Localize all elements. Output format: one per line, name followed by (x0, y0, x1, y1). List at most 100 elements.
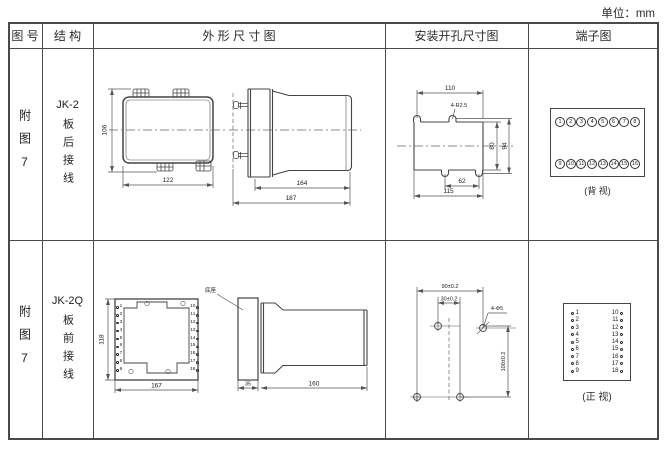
pin-dot-icon (571, 311, 574, 315)
table-frame (8, 22, 659, 440)
row-divider (10, 240, 657, 241)
pin-dot-icon (116, 321, 119, 325)
row2-model-label: JK-2Q (51, 294, 84, 307)
plate-pin: 10 (190, 304, 199, 310)
terminal-circle: 9 (555, 159, 565, 169)
terminal-circle: 1 (555, 117, 565, 127)
pin-dot-icon (571, 369, 574, 373)
terminal-circle: 2 (565, 117, 576, 127)
jk2-side-view (229, 88, 361, 178)
dim-30: 30±0.2 (441, 297, 458, 303)
terminal-pin: 5 (571, 339, 579, 345)
terminal-circle: 13 (597, 159, 608, 169)
terminal-pin: 15 (612, 346, 623, 352)
pin-dot-icon (571, 318, 574, 322)
plate-pin: 12 (190, 320, 199, 326)
terminal-circle: 5 (597, 117, 608, 127)
plate-pin: 18 (190, 367, 199, 373)
row2-wiring-label: 板前接线 (61, 313, 74, 386)
pin-dot-icon (196, 306, 199, 309)
row1-figure-cell: 附图7 (8, 48, 42, 240)
terminal-circle: 11 (576, 159, 587, 169)
plate-pin: 5 (116, 336, 128, 342)
pin-dot-icon (620, 333, 623, 337)
header-terminal: 端子图 (575, 28, 612, 43)
jk2-front-view (109, 88, 227, 172)
terminal-pin: 13 (612, 332, 623, 338)
terminal-pin: 9 (571, 368, 579, 374)
header-mounting: 安装开孔尺寸图 (414, 28, 499, 43)
plate-pin: 13 (190, 328, 199, 334)
pin-dot-icon (116, 345, 119, 349)
terminal-pin: 16 (612, 354, 623, 360)
pin-dot-icon (196, 321, 199, 325)
terminal-circle: 3 (576, 117, 587, 127)
terminal-pin: 11 (612, 317, 623, 323)
plate-pin: 15 (190, 344, 199, 349)
terminal-pin: 12 (612, 325, 623, 331)
col-divider-2 (93, 24, 94, 438)
terminal-pin: 4 (571, 332, 579, 338)
dim-width-167: 167 (151, 383, 162, 390)
col-divider-3 (385, 24, 386, 438)
pin-dot-icon (196, 345, 199, 349)
pin-dot-icon (620, 369, 623, 373)
pin-dot-icon (620, 347, 623, 351)
dim-holes-4d5: 4-Φ5 (491, 306, 503, 312)
row2-view-label: (正 视) (582, 392, 612, 403)
jk2-cutout-dims: 110 4-R2.5 80 94 62 115 (413, 85, 512, 199)
terminal-circle: 8 (629, 117, 640, 127)
header-divider (10, 48, 657, 49)
header-structure: 结 构 (53, 28, 82, 43)
pin-dot-icon (116, 306, 119, 309)
unit-label: 单位：mm (601, 8, 655, 20)
jk2q-front-dims: 118 167 (99, 298, 199, 393)
terminal-pin: 14 (612, 339, 623, 345)
pin-dot-icon (196, 337, 199, 341)
terminal-pin: 6 (571, 346, 579, 352)
dim-inner-80: 80 (489, 142, 496, 150)
pin-dot-icon (571, 326, 574, 329)
plate-pin: 6 (116, 344, 128, 349)
dim-total-187: 187 (286, 195, 297, 202)
pin-dot-icon (620, 326, 623, 329)
plate-pin: 11 (190, 312, 199, 318)
plate-pin: 9 (116, 367, 128, 373)
pin-dot-icon (196, 361, 199, 364)
row1-figure-label: 附图7 (17, 108, 32, 180)
pin-dot-icon (196, 353, 199, 357)
pin-dot-icon (116, 369, 119, 372)
dim-height-118: 118 (99, 334, 106, 345)
terminal-pin: 10 (612, 310, 623, 316)
dim-height-106: 106 (102, 124, 109, 135)
dim-100: 100±0.2 (501, 352, 507, 372)
jk2-front-dims: 106 122 (102, 88, 214, 188)
terminal-circle: 7 (619, 117, 630, 127)
terminal-pin: 1 (571, 310, 579, 316)
row1-wiring-label: 板后接线 (61, 117, 74, 190)
dim-width-122: 122 (163, 177, 174, 184)
row1-view-label: (背 视) (584, 186, 611, 196)
jk2q-drill-pattern: 90±0.2 30±0.2 4-Φ5 100±0.2 (410, 284, 516, 402)
terminal-circle: 14 (608, 159, 619, 169)
terminal-pin: 7 (571, 354, 579, 360)
terminal-pin: 2 (571, 317, 579, 323)
row2-figure-cell: 附图7 (8, 240, 42, 440)
pin-dot-icon (116, 361, 119, 364)
plate-pin: 3 (116, 320, 128, 326)
row1-mounting-drawing: 110 4-R2.5 80 94 62 115 (397, 85, 515, 199)
dim-base-35: 35 (245, 382, 251, 388)
row1-outline-drawing: 106 122 164 187 (102, 88, 361, 206)
pin-dot-icon (196, 313, 199, 317)
col-divider-4 (528, 24, 529, 438)
dim-notch-62: 62 (458, 178, 466, 185)
header-outline: 外 形 尺 寸 图 (202, 28, 276, 43)
row2-mounting-drawing: 90±0.2 30±0.2 4-Φ5 100±0.2 (410, 284, 516, 402)
dim-bottom-115: 115 (443, 188, 454, 195)
pin-dot-icon (620, 311, 623, 315)
pin-dot-icon (116, 353, 119, 357)
